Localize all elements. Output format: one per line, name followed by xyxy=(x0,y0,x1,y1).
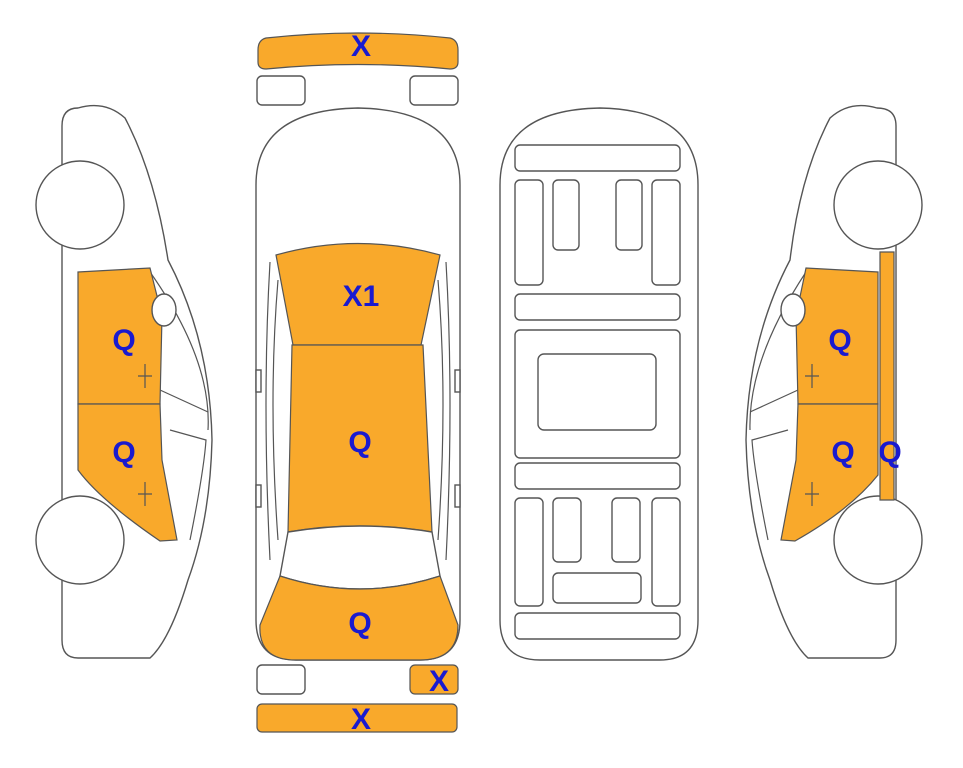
right-quarter-panel[interactable] xyxy=(879,251,895,501)
hood-mark: X1 xyxy=(343,280,380,313)
roof-mark: Q xyxy=(348,426,371,459)
right-window-line xyxy=(749,389,799,413)
left-front-handle xyxy=(138,364,152,388)
mirror-right xyxy=(454,369,461,393)
underbody-part-1 xyxy=(552,179,580,251)
taillight-right-mark: X xyxy=(429,665,449,698)
hood-panel[interactable] xyxy=(275,242,441,346)
left-rear-door-panel[interactable] xyxy=(77,403,178,542)
underbody-rear-plate xyxy=(514,612,681,640)
underbody-crossmember-rear xyxy=(514,462,681,490)
left-roofline xyxy=(149,271,209,431)
left-side-view: Q Q xyxy=(35,104,213,659)
left-rear-handle xyxy=(138,482,152,506)
left-rear-window-line xyxy=(169,429,207,541)
left-front-door-mark: Q xyxy=(112,324,135,357)
headlight-right[interactable] xyxy=(409,75,459,106)
taillight-left[interactable] xyxy=(256,664,306,695)
underbody-view xyxy=(499,107,699,661)
body-line-right-inner xyxy=(437,279,444,541)
underbody-part-5 xyxy=(552,572,642,604)
right-mirror xyxy=(780,293,806,327)
taillight-right[interactable] xyxy=(409,664,459,695)
right-side-view: Q Q Q xyxy=(745,104,923,659)
underbody-crossmember-front xyxy=(514,293,681,321)
left-rear-door-mark: Q xyxy=(112,436,135,469)
front-bumper-mark: X xyxy=(351,30,371,63)
body-line-right xyxy=(445,261,451,561)
trunk-lid-panel[interactable] xyxy=(259,575,459,661)
left-rear-wheel xyxy=(35,495,125,585)
left-front-door-panel[interactable] xyxy=(77,267,163,405)
mirror-left xyxy=(255,369,262,393)
mirror-left-rear xyxy=(255,484,262,508)
right-front-wheel xyxy=(833,160,923,250)
rear-bumper-panel[interactable] xyxy=(256,703,458,733)
trunk-lid-mark: Q xyxy=(348,607,371,640)
underbody-rail-left-rear xyxy=(514,497,544,607)
rear-window xyxy=(279,525,441,590)
right-rear-door-panel[interactable] xyxy=(780,403,879,542)
underbody-center-pan xyxy=(537,353,657,431)
underbody-part-3 xyxy=(552,497,582,563)
right-rear-handle xyxy=(805,482,819,506)
top-view: X X1 Q Q X X xyxy=(255,30,461,736)
underbody-part-4 xyxy=(611,497,641,563)
right-quarter-panel-mark: Q xyxy=(878,436,901,469)
right-roofline xyxy=(749,271,807,431)
right-rear-door-mark: Q xyxy=(831,436,854,469)
underbody-part-2 xyxy=(615,179,643,251)
headlight-left[interactable] xyxy=(256,75,306,106)
body-line-left-inner xyxy=(272,279,279,541)
front-bumper-panel[interactable] xyxy=(257,32,459,70)
underbody-rail-left-front xyxy=(514,179,544,286)
right-rear-wheel xyxy=(833,495,923,585)
left-window-line xyxy=(159,389,209,413)
rear-bumper-mark: X xyxy=(351,703,371,736)
underbody-rail-right-front xyxy=(651,179,681,286)
left-front-wheel xyxy=(35,160,125,250)
right-rear-window-line xyxy=(751,429,789,541)
underbody-rail-right-rear xyxy=(651,497,681,607)
right-front-handle xyxy=(805,364,819,388)
right-front-door-panel[interactable] xyxy=(795,267,879,405)
left-mirror xyxy=(151,293,177,327)
underbody-front-plate xyxy=(514,144,681,172)
right-front-door-mark: Q xyxy=(828,324,851,357)
mirror-right-rear xyxy=(454,484,461,508)
body-line-left xyxy=(265,261,271,561)
